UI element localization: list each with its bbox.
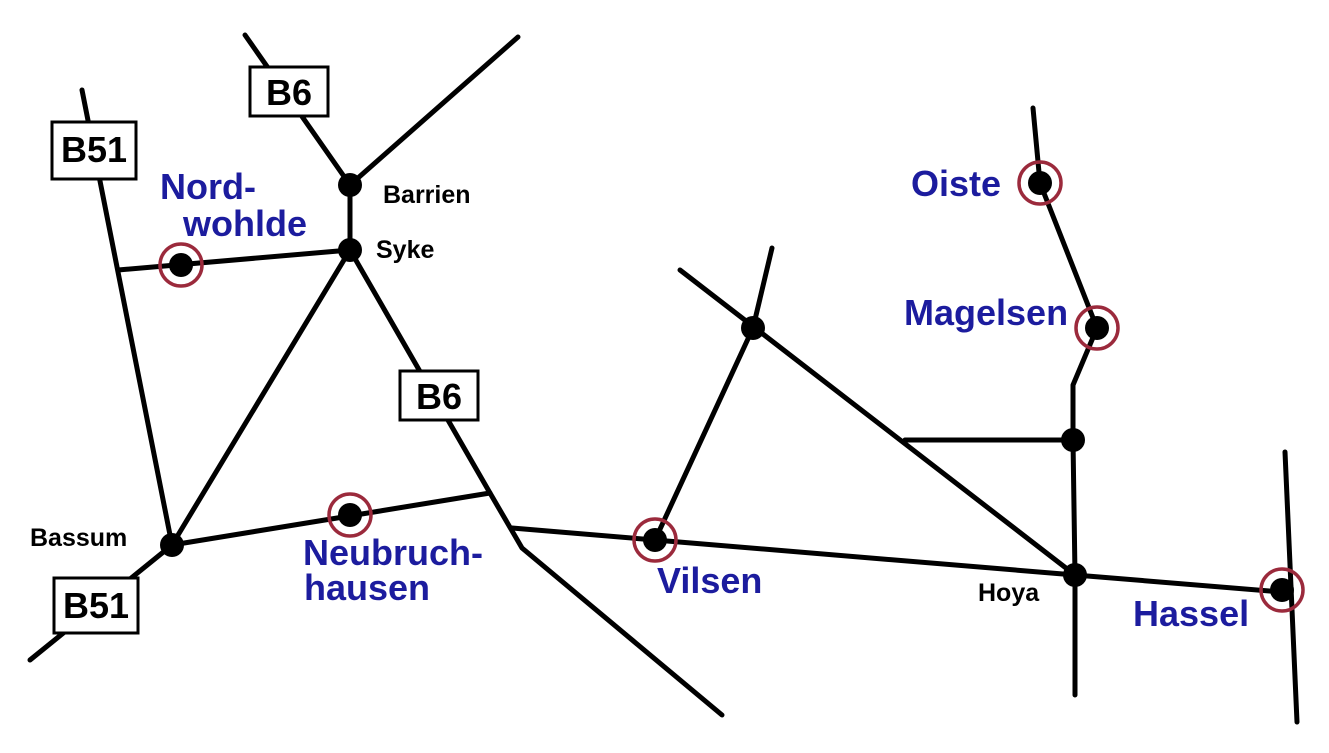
road-b6-south	[347, 247, 725, 718]
shield-b51-south: B51	[52, 576, 140, 635]
road-barrien-northeast	[347, 34, 521, 188]
node-barrien	[338, 173, 362, 197]
label-oiste: Oiste	[911, 163, 1001, 204]
road-northwest-spur	[750, 245, 775, 331]
ring-neubruchhausen	[327, 492, 373, 538]
shield-b6-south: B6	[398, 369, 480, 422]
node-east-junction	[1061, 428, 1085, 452]
road-vilsen-north	[652, 325, 756, 543]
shield-b51-north-label: B51	[61, 129, 127, 170]
node-neubruchhausen	[338, 503, 362, 527]
shield-b6-north-label: B6	[266, 72, 312, 113]
ring-vilsen	[632, 517, 678, 563]
ring-oiste	[1017, 160, 1063, 206]
road-syke-bassum	[169, 247, 353, 548]
label-bassum: Bassum	[30, 524, 127, 552]
shield-b6-south-label: B6	[416, 376, 462, 417]
node-oiste	[1028, 171, 1052, 195]
label-hassel: Hassel	[1133, 593, 1249, 634]
label-hoya: Hoya	[978, 579, 1040, 607]
node-syke	[338, 238, 362, 262]
node-north-junction	[741, 316, 765, 340]
ring-magelsen	[1074, 305, 1120, 351]
highlight-rings	[158, 160, 1305, 613]
label-nordwohlde-line2: wohlde	[182, 203, 307, 244]
road-vilsen-hoya	[509, 525, 1285, 595]
label-syke: Syke	[376, 236, 434, 264]
town-labels: Barrien Syke Bassum Hoya	[30, 181, 1040, 607]
label-neubruchhausen-line2: hausen	[304, 567, 430, 608]
node-hassel	[1270, 578, 1294, 602]
ring-nordwohlde	[158, 242, 204, 288]
node-hoya	[1063, 563, 1087, 587]
label-neubruchhausen-line1: Neubruch-	[303, 532, 483, 573]
shield-b51-north: B51	[50, 120, 138, 181]
label-nordwohlde-line1: Nord-	[160, 166, 256, 207]
nodes	[160, 171, 1294, 602]
label-barrien: Barrien	[383, 181, 471, 209]
highlighted-town-labels: Nord- wohlde Neubruch- hausen Vilsen Ois…	[160, 163, 1249, 634]
roads	[27, 32, 1300, 725]
road-nordwohlde	[115, 247, 353, 273]
shield-b6-north: B6	[248, 65, 330, 118]
ring-hassel	[1259, 567, 1305, 613]
node-nordwohlde	[169, 253, 193, 277]
node-magelsen	[1085, 316, 1109, 340]
road-shields: B6 B51 B6 B51	[50, 65, 480, 635]
shield-b51-south-label: B51	[63, 585, 129, 626]
node-bassum	[160, 533, 184, 557]
node-vilsen	[643, 528, 667, 552]
label-vilsen: Vilsen	[657, 560, 762, 601]
road-hoya-north	[1030, 105, 1100, 698]
label-magelsen: Magelsen	[904, 292, 1068, 333]
